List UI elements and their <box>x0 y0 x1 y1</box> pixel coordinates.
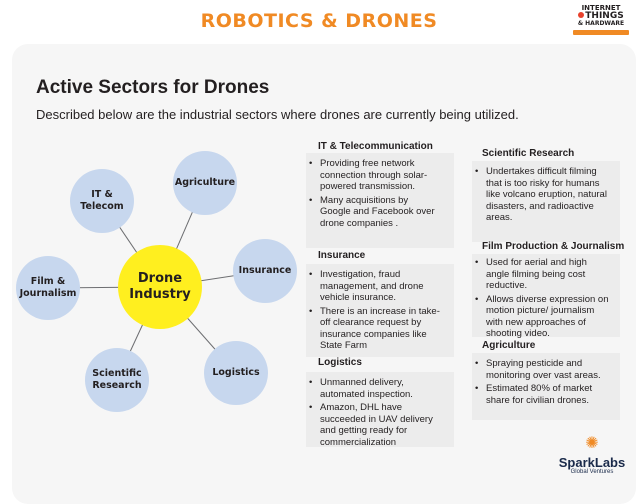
node-it-label-1: IT & <box>91 189 113 200</box>
center-label-2: Industry <box>129 287 191 302</box>
section-list-logistics: Unmanned delivery, automated inspection.… <box>306 377 454 448</box>
center-label-1: Drone <box>137 271 183 286</box>
page-subheading: Described below are the industrial secto… <box>36 107 519 122</box>
section-box-scientific: Undertakes difficult filming that is too… <box>472 161 620 242</box>
section-box-logistics: Unmanned delivery, automated inspection.… <box>306 372 454 448</box>
node-scientific-label-1: Scientific <box>92 368 142 379</box>
bullet-film-2: Allows diverse expression on motion pict… <box>475 294 611 340</box>
node-film-label-2: Journalism <box>19 288 77 299</box>
badge-line-1: INTERNET <box>581 4 621 12</box>
logo-tagline: Global Ventures <box>570 469 614 475</box>
section-title-logistics: Logistics <box>318 357 362 368</box>
badge-line-2-text: THINGS <box>585 11 624 21</box>
section-title-it: IT & Telecommunication <box>318 141 433 152</box>
section-list-it: Providing free network connection throug… <box>306 158 454 229</box>
section-list-insurance: Investigation, fraud management, and dro… <box>306 269 454 352</box>
bullet-agriculture-1: Spraying pesticide and monitoring over v… <box>475 358 611 381</box>
badge-line-3: & HARDWARE <box>577 20 625 27</box>
bullet-it-1: Providing free network connection throug… <box>309 158 440 193</box>
slide-title: ROBOTICS & DRONES <box>200 10 438 32</box>
bullet-it-2: Many acquisitions by Google and Facebook… <box>309 195 440 230</box>
node-agriculture: Agriculture <box>173 151 237 215</box>
section-title-film: Film Production & Journalism <box>482 241 625 252</box>
logo-name: SparkLabs <box>558 455 626 470</box>
event-badge: INTERNET THINGS & HARDWARE <box>570 4 632 38</box>
section-box-it: Providing free network connection throug… <box>306 153 454 248</box>
bullet-logistics-1: Unmanned delivery, automated inspection. <box>309 377 440 400</box>
badge-line-2: THINGS <box>570 11 632 21</box>
node-logistics-label: Logistics <box>212 367 260 378</box>
node-agriculture-label: Agriculture <box>174 177 236 188</box>
node-scientific-label-2: Research <box>92 380 142 391</box>
section-list-agriculture: Spraying pesticide and monitoring over v… <box>472 358 620 406</box>
node-insurance-label: Insurance <box>238 265 292 276</box>
section-box-agriculture: Spraying pesticide and monitoring over v… <box>472 353 620 420</box>
node-insurance: Insurance <box>233 239 297 303</box>
badge-bar <box>573 30 629 35</box>
section-list-scientific: Undertakes difficult filming that is too… <box>472 166 620 224</box>
page-heading: Active Sectors for Drones <box>36 77 270 98</box>
bullet-insurance-1: Investigation, fraud management, and dro… <box>309 269 442 304</box>
sparklabs-logo: ✺ SparkLabs Global Ventures <box>550 433 634 477</box>
bullet-scientific-1: Undertakes difficult filming that is too… <box>475 166 611 224</box>
section-title-scientific: Scientific Research <box>482 148 575 159</box>
bullet-insurance-2: There is an increase in take-off clearan… <box>309 306 442 352</box>
dot-icon <box>578 12 585 18</box>
section-title-insurance: Insurance <box>318 250 366 261</box>
section-box-film: Used for aerial and high angle filming b… <box>472 254 620 340</box>
bullet-agriculture-2: Estimated 80% of market share for civili… <box>475 383 611 406</box>
bullet-logistics-2: Amazon, DHL have succeeded in UAV delive… <box>309 402 440 448</box>
section-list-film: Used for aerial and high angle filming b… <box>472 257 620 340</box>
node-logistics: Logistics <box>204 341 268 405</box>
sparkle-icon: ✺ <box>585 435 599 452</box>
section-title-agriculture: Agriculture <box>482 340 536 351</box>
bullet-film-1: Used for aerial and high angle filming b… <box>475 257 611 292</box>
section-box-insurance: Investigation, fraud management, and dro… <box>306 264 454 357</box>
node-film-journalism: Film &Journalism <box>16 256 80 320</box>
node-film-label-1: Film & <box>30 276 66 287</box>
node-it-label-2: Telecom <box>80 201 124 212</box>
node-it-telecom: IT &Telecom <box>70 169 134 233</box>
